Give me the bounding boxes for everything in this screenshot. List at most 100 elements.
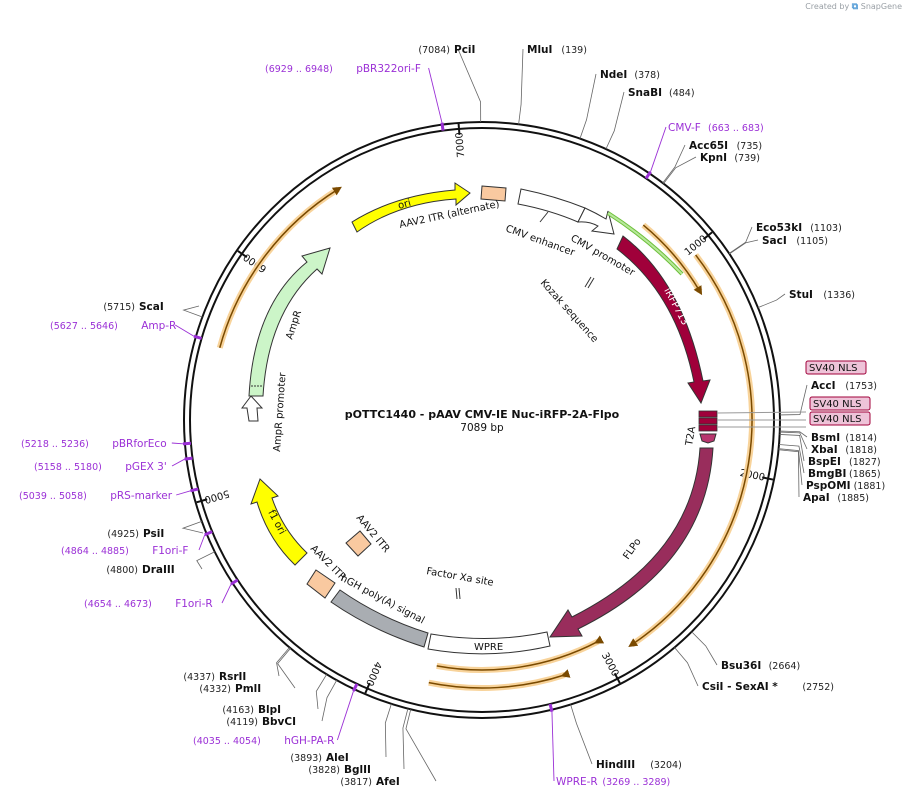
site-bspei[interactable]: BspEI (1827): [808, 456, 881, 468]
site-pmli-pos: (4332): [199, 684, 231, 695]
site-mlui[interactable]: MluI(139): [527, 44, 587, 56]
site-pspomi[interactable]: PspOMI(1881): [806, 480, 885, 492]
site-bmgbi[interactable]: BmgBI(1865): [808, 468, 881, 480]
primer-wpre-r-name: WPRE-R: [556, 776, 598, 788]
feature-cmv-enhancer[interactable]: CMV enhancer: [504, 188, 586, 259]
site-bbvci[interactable]: (4119)BbvCI: [226, 716, 296, 728]
site-afei-name: AfeI: [376, 776, 400, 788]
tick-4000: [364, 682, 371, 694]
site-bspei-pos: (1827): [849, 457, 881, 468]
nls-label-2[interactable]: SV40 NLS: [809, 396, 871, 411]
site-bsu36i[interactable]: Bsu36I(2664): [721, 660, 800, 672]
primer-hgh-pa-r-name: hGH-PA-R: [284, 735, 334, 747]
site-csii-sexai-leader: [674, 647, 699, 687]
orf-arc-bottom-1[interactable]: [436, 635, 605, 671]
site-pmli-name: PmlI: [235, 683, 261, 695]
snapgene-logo-icon: ⧉: [851, 2, 859, 12]
primer-pbr322ori-f[interactable]: (6929 .. 6948)pBR322ori-F: [265, 63, 421, 75]
site-hindiii-name: HindIII: [596, 759, 635, 771]
site-pcii[interactable]: (7084)PciI: [418, 44, 475, 56]
site-afei[interactable]: (3817)AfeI: [340, 776, 399, 788]
site-bsu36i-name: Bsu36I: [721, 660, 761, 672]
primer-cmv-f[interactable]: CMV-F(663 .. 683): [668, 122, 764, 134]
primer-cmv-f-leader: [650, 126, 667, 172]
nls-label-3[interactable]: SV40 NLS: [809, 411, 871, 426]
site-bspei-name: BspEI: [808, 456, 841, 468]
site-saci[interactable]: SacI(1105): [762, 235, 828, 247]
primer-amp-r-name: Amp-R: [141, 320, 176, 332]
site-csii-sexai[interactable]: CsiI - SexAI *(2752): [702, 681, 834, 693]
site-pcii-leader: [457, 48, 482, 123]
primer-pgex-3[interactable]: (5158 .. 5180)pGEX 3': [34, 461, 167, 473]
orf-arc-bottom-2[interactable]: [428, 669, 571, 689]
site-stui-name: StuI: [789, 289, 813, 301]
primer-pbrforeco[interactable]: (5218 .. 5236)pBRforEco: [21, 438, 167, 450]
site-kpni[interactable]: KpnI(739): [700, 152, 760, 164]
primer-cmv-f-mark: [644, 170, 652, 180]
feature-wpre[interactable]: WPRE: [427, 631, 551, 655]
feature-factor-xa-site[interactable]: Factor Xa site: [425, 566, 494, 600]
primer-pbrforeco-mark: [182, 441, 192, 446]
primer-hgh-pa-r[interactable]: (4035 .. 4054)hGH-PA-R: [193, 735, 334, 747]
site-blpi-name: BlpI: [258, 704, 281, 716]
nls-label-1[interactable]: SV40 NLS: [805, 360, 867, 375]
site-scai-pos: (5715): [103, 302, 135, 313]
site-mlui-leader: [518, 48, 524, 125]
feature-aav2-itr-inner[interactable]: AAV2 ITR: [345, 513, 392, 557]
site-ndei-leader: [579, 73, 597, 139]
site-apai[interactable]: ApaI(1885): [803, 492, 869, 504]
primer-amp-r[interactable]: (5627 .. 5646)Amp-R: [50, 320, 176, 332]
primer-wpre-r[interactable]: WPRE-R(3269 .. 3289): [556, 776, 670, 788]
site-acc65i[interactable]: Acc65I(735): [689, 140, 762, 152]
site-acc65i-pos: (735): [737, 141, 763, 152]
site-draiii-leader: [196, 551, 215, 570]
tick-label-5000: 5000: [203, 487, 231, 505]
site-pmli[interactable]: (4332) PmlI: [199, 683, 261, 695]
nls-label-3-text: SV40 NLS: [813, 414, 862, 425]
site-draiii[interactable]: (4800)DraIII: [106, 564, 174, 576]
orf-arc-upper-right[interactable]: [642, 224, 703, 296]
site-pspomi-name: PspOMI: [806, 480, 851, 492]
feature-wpre-label: WPRE: [474, 642, 503, 653]
site-blpi[interactable]: (4163)BlpI: [222, 704, 281, 716]
feature-aav2-itr-lower[interactable]: AAV2 ITR: [306, 543, 348, 599]
primer-prs-marker[interactable]: (5039 .. 5058)pRS-marker: [19, 490, 173, 502]
feature-ori[interactable]: ori: [351, 182, 471, 233]
feature-ampr-promoter[interactable]: AmpR promoter: [241, 371, 289, 452]
site-snabi-leader: [605, 91, 625, 150]
primer-hgh-pa-r-leader: [336, 690, 354, 741]
site-scai[interactable]: (5715)ScaI: [103, 301, 163, 313]
map-length: 7089 bp: [460, 422, 504, 434]
site-rsrii[interactable]: (4337)RsrII: [183, 671, 246, 683]
primer-f1ori-r[interactable]: (4654 .. 4673)F1ori-R: [84, 598, 213, 610]
feature-irfp713[interactable]: iRFP713: [616, 235, 711, 405]
site-apai-name: ApaI: [803, 492, 830, 504]
snapgene-logo-text: SnapGene: [860, 2, 902, 11]
site-bsmi[interactable]: BsmI(1814): [811, 432, 877, 444]
site-bglii[interactable]: (3828)BglII: [308, 764, 371, 776]
feature-f1-ori[interactable]: f1 ori: [250, 478, 308, 566]
feature-ori-label: ori: [397, 198, 413, 212]
site-csii-sexai-name: CsiI - SexAI *: [702, 681, 778, 693]
tick-7000: [457, 123, 461, 135]
feature-kozak-sequence[interactable]: Kozak sequence: [538, 276, 600, 345]
feature-hgh-polya-signal[interactable]: hGH poly(A) signal: [330, 573, 429, 648]
site-psii[interactable]: (4925)PsiI: [107, 528, 164, 540]
primer-f1ori-f[interactable]: (4864 .. 4885)F1ori-F: [61, 545, 188, 557]
site-snabi[interactable]: SnaBI(484): [628, 87, 695, 99]
site-stui[interactable]: StuI(1336): [789, 289, 855, 301]
site-acci[interactable]: AccI(1753): [811, 380, 877, 392]
feature-t2a[interactable]: T2A: [684, 425, 717, 448]
primer-pgex-3-mark: [184, 456, 193, 461]
site-bmgbi-pos: (1865): [849, 469, 881, 480]
primer-wpre-r-leader: [551, 711, 555, 782]
site-eco53ki[interactable]: Eco53kI(1103): [756, 222, 842, 234]
site-xbai[interactable]: XbaI(1818): [811, 444, 877, 456]
site-hindiii[interactable]: HindIII(3204): [596, 759, 682, 771]
orf-arc-left[interactable]: [219, 186, 342, 348]
orf-arc-right[interactable]: [628, 254, 753, 648]
site-afei-leader: [405, 709, 437, 782]
feature-flpo[interactable]: FLPo: [549, 447, 714, 638]
site-ndei[interactable]: NdeI(378): [600, 69, 660, 81]
site-alei[interactable]: (3893)AleI: [290, 752, 348, 764]
